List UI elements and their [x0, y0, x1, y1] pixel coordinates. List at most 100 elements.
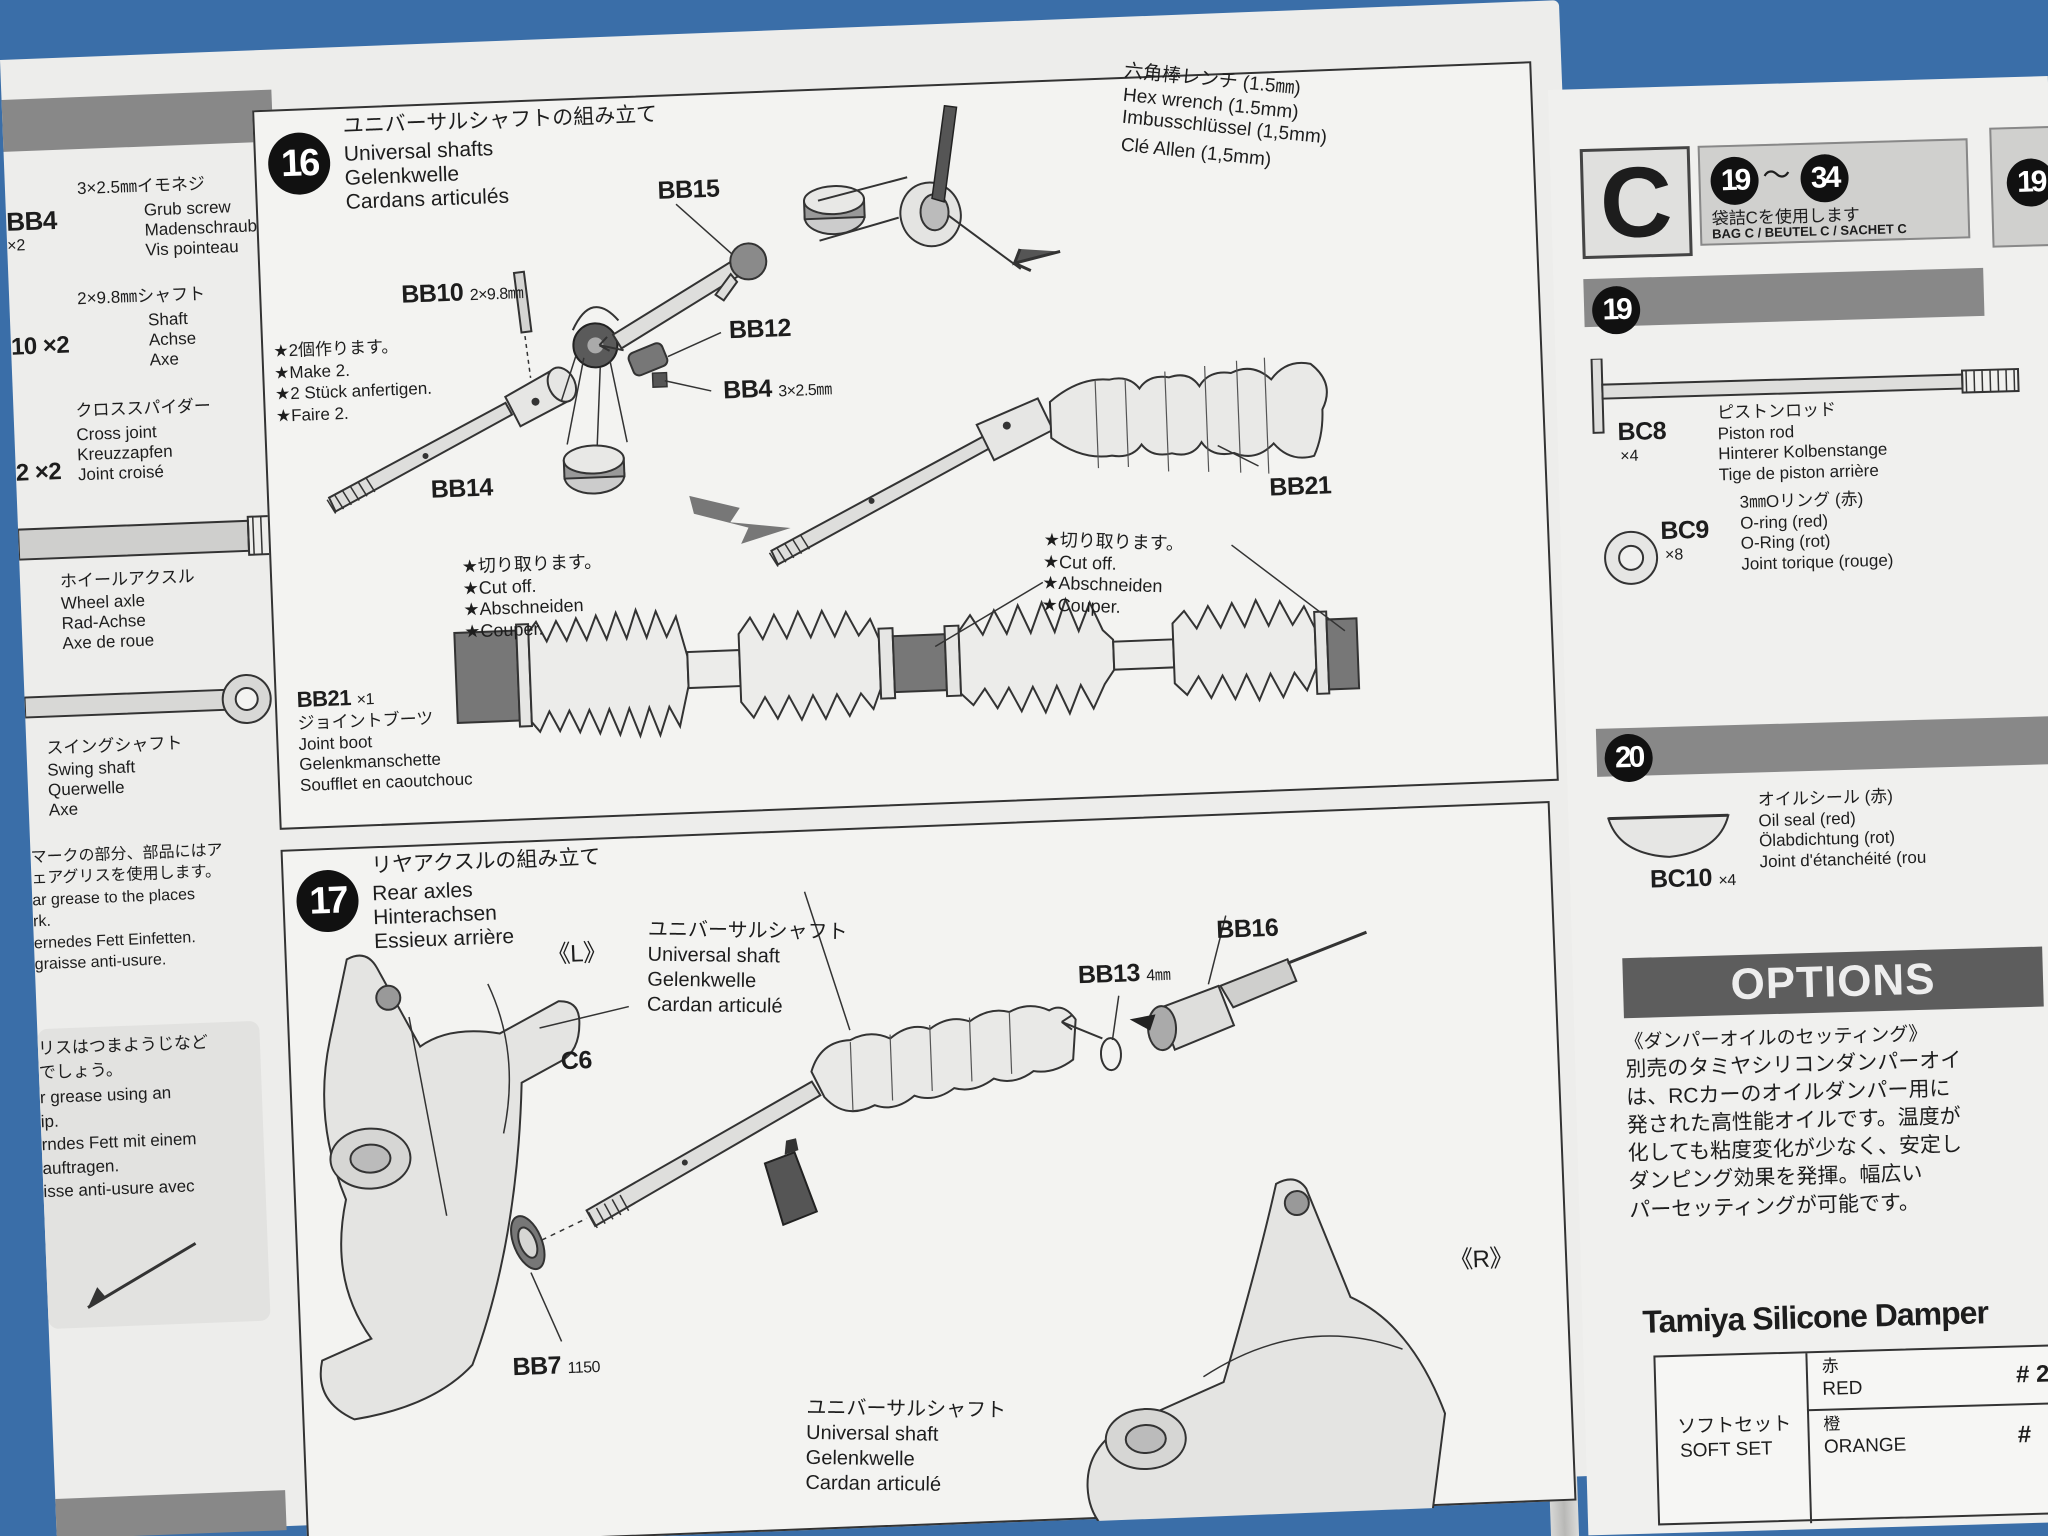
left-page: BB4 ×2 3×2.5㎜イモネジ Grub screw Madenschrau… [0, 0, 1616, 1536]
table-hash-1: # 2 [2015, 1360, 2048, 1389]
bb7-code: BB7 [512, 1351, 562, 1382]
univ-line: Universal shaft [647, 943, 781, 968]
left-hub-carrier [319, 954, 581, 1421]
bb7-size: 1150 [567, 1358, 601, 1378]
bc8-names: ピストンロッド Piston rod Hinterer Kolbenstange… [1717, 399, 1888, 485]
wheel-ja: ホイールアクスル [59, 566, 195, 592]
bb10-pin [512, 270, 533, 334]
joint-boot-drawing [453, 544, 1361, 739]
bb13-label: BB13 4㎜ [1077, 958, 1170, 990]
step19-number: 19 [1591, 285, 1641, 335]
bb16-cup [1129, 930, 1368, 1052]
bb10-qty: 10 ×2 [10, 331, 70, 361]
table-red-en: RED [1822, 1377, 1863, 1400]
damper-title: Tamiya Silicone Damper [1641, 1294, 1989, 1340]
bb10-code: BB10 [400, 278, 464, 309]
bb10-label: BB10 2×9.8㎜ [401, 276, 524, 309]
cross-name-en: Cross joint [76, 422, 158, 445]
grease-tub-bottom [562, 444, 626, 495]
bb4-size: 3×2.5㎜ [777, 381, 833, 401]
step16-panel: 16 ユニバーサルシャフトの組み立て Universal shafts Gele… [252, 61, 1559, 830]
bb4-name-en: Grub screw [143, 197, 232, 220]
boot-code-text: BB21 [296, 685, 352, 713]
damper-oil-table: ソフトセット SOFT SET 赤 RED 橙 ORANGE # 2 # [1653, 1343, 2048, 1526]
next-column-step: 19 [2006, 157, 2048, 208]
margin-footer-bar [55, 1490, 287, 1536]
cut-note-right: ★切り取ります。 ★Cut off. ★Abschneiden ★Couper. [1041, 529, 1184, 619]
oil-seal-icon [1607, 813, 1730, 858]
bag-step-from: 19 [1709, 156, 1760, 206]
bb4-screw [651, 371, 668, 388]
bb4-name-fr: Vis pointeau [145, 236, 239, 260]
options-text: 《ダンパーオイルのセッティング》 別売のタミヤシリコンダンパーオイ は、RCカー… [1624, 1020, 2048, 1223]
bb12-label: BB12 [728, 313, 792, 345]
boot-part-info: BB21 ×1 ジョイントブーツ Joint boot Gelenkmansch… [296, 680, 473, 795]
shaft-assembly-drawing [326, 104, 1361, 739]
bb7-bearing [510, 1215, 546, 1271]
bb13-size: 4㎜ [1146, 966, 1171, 985]
univ-line: Cardan articulé [646, 993, 783, 1018]
bc10-code: BC10 ×4 [1650, 863, 1736, 894]
bb4-name-de: Madenschraube [144, 215, 267, 240]
cross-ja: クロススパイダー [75, 396, 212, 421]
univ2-line: Gelenkwelle [805, 1446, 915, 1471]
bb4-ja: 3×2.5㎜イモネジ [76, 174, 206, 199]
bb10-name-de: Achse [148, 328, 197, 350]
univ2-line: Universal shaft [805, 1421, 939, 1446]
bc8-line: Tige de piston arrière [1718, 460, 1880, 485]
bc9-names: 3㎜Oリング (赤) O-ring (red) O-Ring (rot) Joi… [1739, 489, 1893, 574]
bc8-code: BC8 [1617, 416, 1667, 447]
bc9-code: BC9 [1659, 515, 1710, 546]
bag-step-to: 34 [1799, 153, 1850, 203]
universal-shaft-label: ユニバーサルシャフト Universal shaft Gelenkwelle C… [647, 919, 848, 1020]
tip-line: isse anti-usure avec [43, 1176, 195, 1202]
direction-arrow [689, 495, 791, 544]
bb13-washer [1099, 1037, 1122, 1072]
table-divider [1806, 1401, 2048, 1412]
bb10-size: 2×9.8㎜ [469, 285, 524, 305]
bc8-qty: ×4 [1620, 447, 1639, 466]
cross-name-fr: Joint croisé [77, 462, 165, 485]
bb4-code: BB4 [5, 204, 58, 237]
bb7-label: BB7 1150 [512, 1350, 600, 1382]
grease-tub-top [802, 185, 866, 236]
univ-line: ユニバーサルシャフト [647, 918, 848, 944]
bb15-label: BB15 [656, 174, 720, 205]
bb4-label: BB4 3×2.5㎜ [723, 372, 832, 405]
bb4-qty: ×2 [6, 237, 26, 255]
bc10-qty: ×4 [1718, 872, 1737, 890]
step20-bar [1595, 715, 2048, 777]
bb16-label: BB16 [1215, 913, 1279, 944]
bb21-label: BB21 [1268, 471, 1332, 502]
bag-en: BAG C / BEUTEL C / SACHET C [1711, 221, 1907, 242]
cut-note-left: ★切り取ります。 ★Cut off. ★Abschneiden ★Couper. [461, 551, 605, 642]
bb14-label: BB14 [430, 473, 494, 504]
swing-ja: スイングシャフト [46, 733, 183, 758]
table-set-ja: ソフトセット [1677, 1413, 1792, 1438]
cut-line: ★Couper. [1041, 594, 1122, 617]
universal-shaft-label-2: ユニバーサルシャフト Universal shaft Gelenkwelle C… [805, 1397, 1006, 1498]
grease-note: マークの部分、部品にはア ェアグリスを使用します。 ar grease to t… [30, 841, 265, 975]
cross-qty: 2 ×2 [15, 457, 62, 487]
universal-shaft-assembly [585, 1005, 1077, 1229]
bc10-names: オイルシール (赤) Oil seal (red) Ölabdichtung (… [1758, 786, 1927, 872]
bb21-install-drawing [689, 248, 1328, 567]
bb12-collar [627, 342, 669, 377]
univ-line: Gelenkwelle [647, 968, 757, 993]
hex-wrench-closeup [817, 104, 1022, 270]
bc10-code-text: BC10 [1649, 863, 1713, 894]
next-column-box: 19 [1989, 125, 2048, 248]
right-hub-carrier [1086, 1178, 1447, 1536]
table-set-en: SOFT SET [1679, 1438, 1773, 1462]
swing-name-de: Querwelle [47, 777, 125, 800]
bag-letter: C [1579, 145, 1693, 260]
rear-axle-drawing [319, 891, 1447, 1536]
bag-tilde: 〜 [1762, 159, 1791, 192]
bc9-qty: ×8 [1664, 546, 1684, 564]
univ2-line: ユニバーサルシャフト [806, 1396, 1007, 1422]
bb10-name-fr: Axe [149, 349, 180, 370]
swing-shaft-drawing [23, 674, 272, 725]
bb15-shaft [611, 242, 768, 350]
bb14-shaft [326, 366, 578, 514]
swing-name-fr: Axe [48, 799, 79, 820]
